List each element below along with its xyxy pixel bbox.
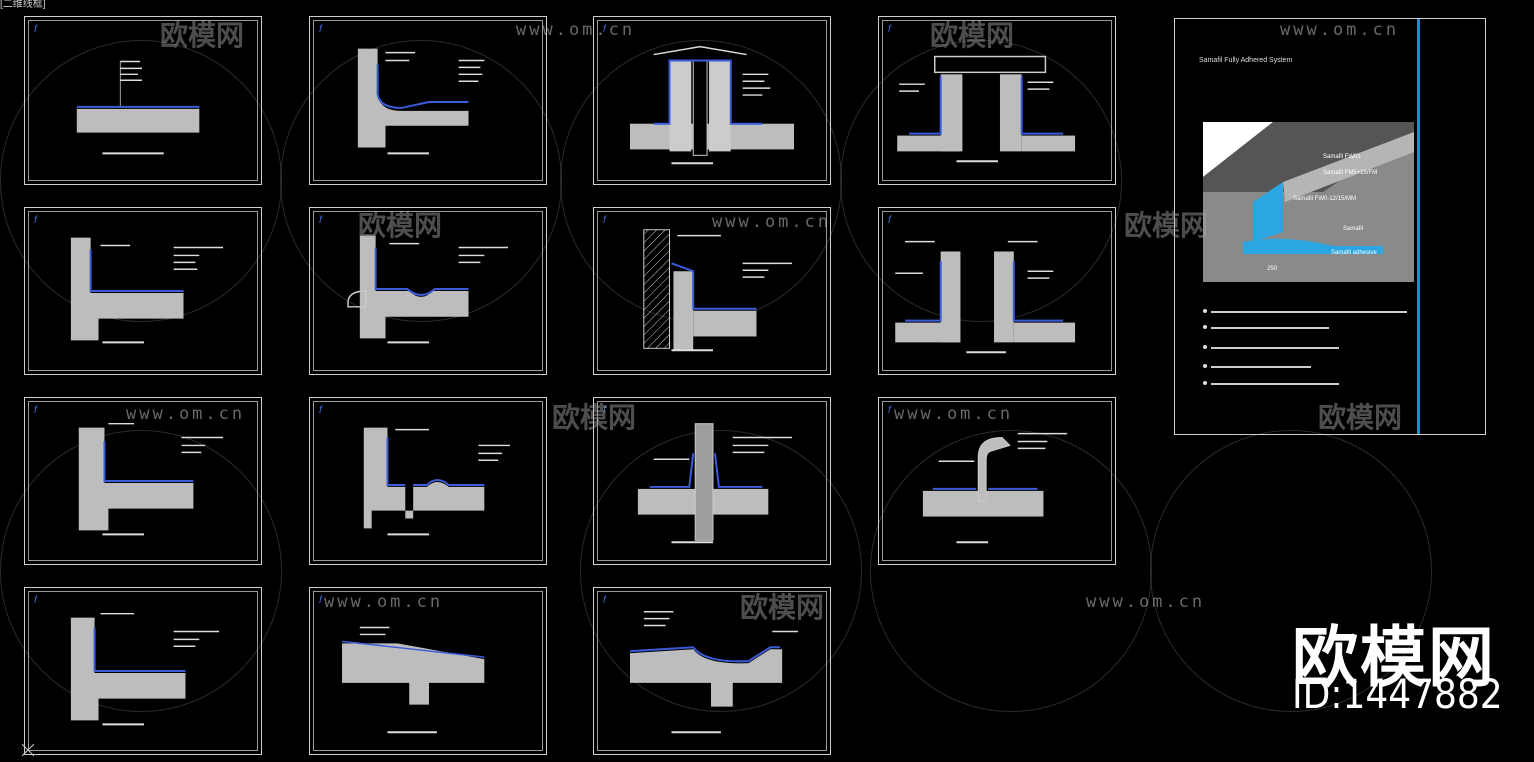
render-label: Samafil FW0-12/15/MM <box>1293 196 1356 202</box>
panel-bullet <box>1203 345 1339 351</box>
detail-drawing-upstand <box>78 422 224 536</box>
sheet-inner-frame <box>28 20 258 181</box>
viewport-mode-label[interactable]: [二维线框] <box>0 0 46 10</box>
sheet-inner-frame <box>28 591 258 751</box>
sheet-inner-frame <box>882 20 1112 181</box>
sheet-tag: f <box>888 405 891 416</box>
watermark-url: www.om.cn <box>894 404 1014 424</box>
detail-drawing-vent-pipe <box>629 45 795 165</box>
watermark-circle <box>1150 430 1432 712</box>
detail-drawing-parapet-gutter <box>629 610 798 734</box>
detail-sheet-5[interactable]: f <box>24 207 262 375</box>
render-label: 250 <box>1267 266 1278 272</box>
watermark-url: www.om.cn <box>324 592 444 612</box>
watermark-url: www.om.cn <box>1086 592 1206 612</box>
watermark-brand: 欧模网 <box>1124 209 1209 242</box>
detail-drawing-pipe-penetration <box>637 423 793 544</box>
watermark-url: www.om.cn <box>516 20 636 40</box>
sheet-inner-frame <box>313 401 543 561</box>
detail-drawing-wall-flashing <box>643 229 793 352</box>
panel-bullet <box>1203 325 1329 331</box>
sheet-inner-frame <box>597 211 827 371</box>
detail-sheet-8[interactable]: f <box>878 207 1116 375</box>
system-3d-render: Samafil FW01 Samafil FM5+15/FM Samafil F… <box>1203 122 1414 282</box>
detail-drawing-cable-gooseneck <box>922 432 1068 544</box>
system-info-panel[interactable]: Samafil Fully Adhered System Samafil FW0… <box>1174 18 1486 435</box>
sheet-tag: f <box>888 24 891 35</box>
sheet-tag: f <box>34 405 37 416</box>
sheet-inner-frame <box>597 20 827 181</box>
detail-drawing-gutter <box>347 235 509 344</box>
panel-accent-line <box>1417 19 1420 434</box>
watermark-brand: 欧模网 <box>1318 401 1403 434</box>
sheet-tag: f <box>319 215 322 226</box>
sheet-inner-frame <box>313 211 543 371</box>
panel-subtitle: Samafil Fully Adhered System <box>1199 57 1293 64</box>
detail-sheet-10[interactable]: f <box>309 397 547 565</box>
sheet-inner-frame <box>882 211 1112 371</box>
detail-drawing-internal-drain <box>363 427 511 536</box>
sheet-inner-frame <box>28 211 258 371</box>
sheet-inner-frame <box>313 20 543 181</box>
detail-sheet-14[interactable]: f <box>309 587 547 755</box>
sheet-inner-frame <box>313 591 543 751</box>
detail-drawing-roof-edge <box>341 626 485 734</box>
detail-sheet-1[interactable]: f <box>24 16 262 185</box>
sheet-tag: f <box>319 24 322 35</box>
detail-drawing-roof-opening <box>895 240 1076 354</box>
watermark-url: www.om.cn <box>712 212 832 232</box>
watermark-brand: 欧模网 <box>740 591 825 624</box>
sheet-tag: f <box>319 405 322 416</box>
sheet-inner-frame <box>28 401 258 561</box>
render-label: Samafil FM5+15/FM <box>1323 170 1377 176</box>
render-label: Samafil adhesive <box>1331 250 1377 256</box>
detail-sheet-13[interactable]: f <box>24 587 262 755</box>
sheet-tag: f <box>34 24 37 35</box>
watermark-circle <box>840 40 1122 322</box>
render-label: Samafil <box>1343 226 1363 232</box>
sheet-tag: f <box>603 405 606 416</box>
detail-sheet-2[interactable]: f <box>309 16 547 185</box>
detail-sheet-7[interactable]: f <box>593 207 831 375</box>
panel-bullet <box>1203 381 1339 387</box>
watermark-url: www.om.cn <box>126 404 246 424</box>
sheet-inner-frame <box>597 591 827 751</box>
ucs-crosshair-icon <box>22 744 34 756</box>
panel-bullet <box>1203 364 1311 370</box>
watermark-url: www.om.cn <box>1280 20 1400 40</box>
watermark-circle <box>0 430 282 712</box>
detail-sheet-3[interactable]: f <box>593 16 831 185</box>
sheet-tag: f <box>888 215 891 226</box>
sheet-inner-frame <box>882 401 1112 561</box>
watermark-brand: 欧模网 <box>930 19 1015 52</box>
detail-sheet-6[interactable]: f <box>309 207 547 375</box>
watermark-brand: 欧模网 <box>358 209 443 242</box>
sheet-inner-frame <box>597 401 827 561</box>
render-label: Samafil FW01 <box>1323 154 1361 160</box>
sheet-tag: f <box>34 595 37 606</box>
sheet-tag: f <box>603 215 606 226</box>
detail-drawing-flat-roof <box>76 60 200 155</box>
detail-drawing-low-upstand <box>70 612 220 726</box>
watermark-brand: 欧模网 <box>160 19 245 52</box>
detail-drawing-parapet <box>357 48 485 155</box>
sheet-tag: f <box>319 595 322 606</box>
watermark-brand: 欧模网 <box>552 401 637 434</box>
render-labels: Samafil FW01 Samafil FM5+15/FM Samafil F… <box>1267 154 1377 272</box>
watermark-circle <box>580 430 862 712</box>
sheet-tag: f <box>34 215 37 226</box>
sheet-tag: f <box>603 595 606 606</box>
detail-sheet-15[interactable]: f <box>593 587 831 755</box>
detail-sheet-4[interactable]: f <box>878 16 1116 185</box>
detail-sheet-11[interactable]: f <box>593 397 831 565</box>
detail-sheet-12[interactable]: f <box>878 397 1116 565</box>
brand-logo-text: 欧模网 <box>1292 619 1496 696</box>
detail-drawing-wall-junction <box>70 237 224 344</box>
panel-bullet <box>1203 309 1407 315</box>
sheet-tag: f <box>603 24 606 35</box>
detail-drawing-skylight-curb <box>897 55 1076 163</box>
detail-sheet-9[interactable]: f <box>24 397 262 565</box>
model-id-label: ID:1447882 <box>1292 672 1503 718</box>
